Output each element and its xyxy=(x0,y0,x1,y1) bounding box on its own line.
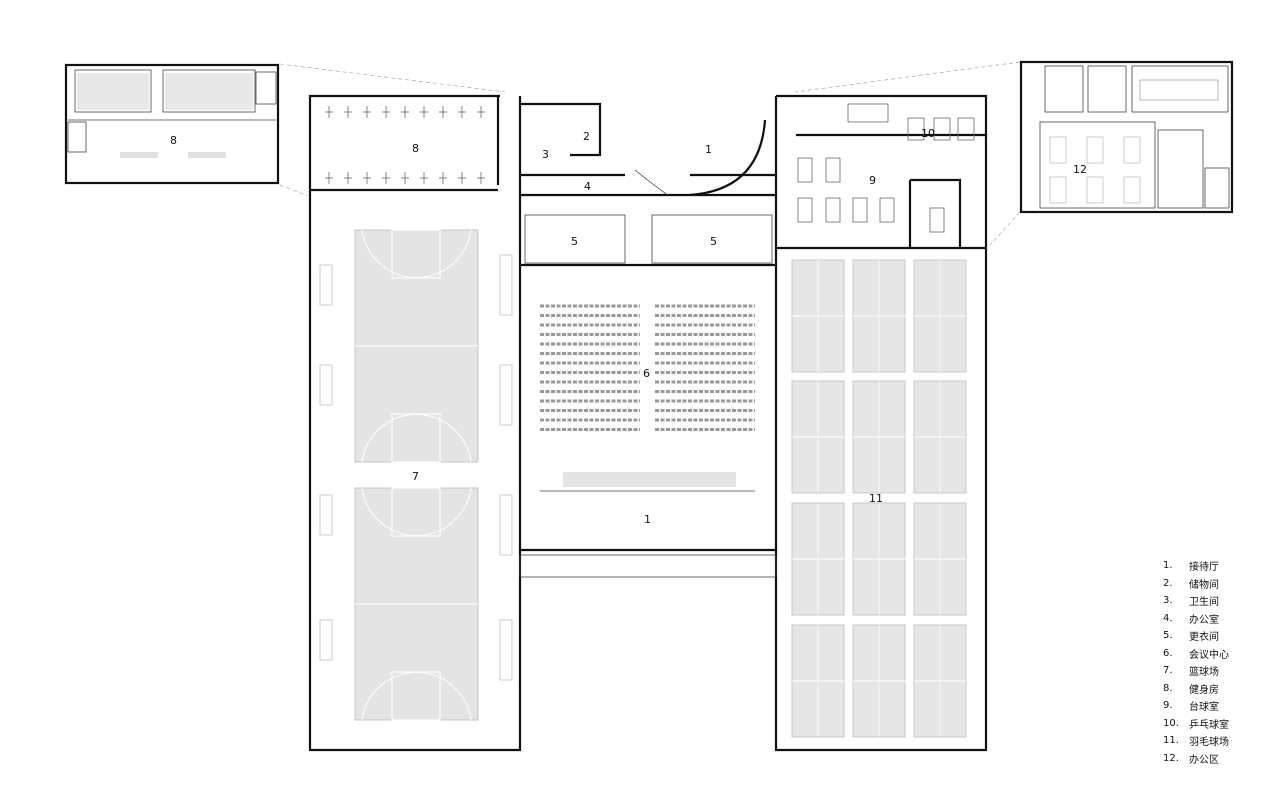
legend-item: 6. 会议中心 xyxy=(1163,645,1229,663)
stage xyxy=(563,472,736,487)
legend-number: 12. xyxy=(1163,752,1179,764)
bleachers xyxy=(319,254,513,681)
room-label-6: 6 xyxy=(643,367,650,380)
legend-number: 9. xyxy=(1163,700,1173,712)
legend-number: 11. xyxy=(1163,735,1179,747)
conference-seating xyxy=(540,304,755,431)
inset-office-upper xyxy=(1019,60,1234,214)
room-label-12: 12 xyxy=(1073,163,1087,176)
legend-item: 5. 更衣间 xyxy=(1163,627,1229,645)
legend-label: 卫生间 xyxy=(1189,597,1219,609)
legend-item: 4. 办公室 xyxy=(1163,610,1229,628)
legend-label: 办公区 xyxy=(1189,754,1219,766)
ping-pong-tables xyxy=(847,103,975,141)
legend-item: 2. 储物间 xyxy=(1163,575,1229,593)
legend-number: 7. xyxy=(1163,665,1173,677)
room-label-5-right: 5 xyxy=(710,235,717,248)
legend-label: 乒乓球室 xyxy=(1189,719,1229,731)
legend-number: 1. xyxy=(1163,560,1173,572)
legend-number: 5. xyxy=(1163,630,1173,642)
legend-label: 台球室 xyxy=(1189,702,1219,714)
legend-item: 1. 接待厅 xyxy=(1163,557,1229,575)
gym-equipment xyxy=(325,106,485,184)
room-label-3: 3 xyxy=(542,148,549,161)
legend-label: 健身房 xyxy=(1189,684,1219,696)
room-labels: 1 1 2 3 4 5 5 6 7 8 8 9 10 11 12 xyxy=(170,127,1087,526)
legend-label: 篮球场 xyxy=(1189,667,1219,679)
legend-label: 办公室 xyxy=(1189,614,1219,626)
legend-item: 8. 健身房 xyxy=(1163,680,1229,698)
inset-gym-upper xyxy=(64,63,280,185)
legend-label: 储物间 xyxy=(1189,579,1219,591)
legend-label: 羽毛球场 xyxy=(1189,737,1229,749)
legend-number: 2. xyxy=(1163,577,1173,589)
legend-number: 3. xyxy=(1163,595,1173,607)
legend-item: 9. 台球室 xyxy=(1163,697,1229,715)
legend: 1. 接待厅 2. 储物间 3. 卫生间 4. 办公室 5. 更衣间 6. 会议中心 7. 篮球场 8. 健身… xyxy=(1163,557,1229,767)
room-label-4: 4 xyxy=(584,180,591,193)
legend-label: 接待厅 xyxy=(1189,562,1219,574)
room-label-5-left: 5 xyxy=(571,235,578,248)
legend-number: 6. xyxy=(1163,647,1173,659)
legend-label: 更衣间 xyxy=(1189,632,1219,644)
building-walls xyxy=(308,94,988,752)
legend-item: 7. 篮球场 xyxy=(1163,662,1229,680)
legend-number: 10. xyxy=(1163,717,1179,729)
badminton-courts xyxy=(791,259,967,738)
legend-number: 4. xyxy=(1163,612,1173,624)
callout-lines xyxy=(279,61,1021,246)
legend-item: 10. 乒乓球室 xyxy=(1163,715,1229,733)
legend-number: 8. xyxy=(1163,682,1173,694)
room-label-10: 10 xyxy=(921,127,935,140)
legend-item: 3. 卫生间 xyxy=(1163,592,1229,610)
billiard-tables xyxy=(797,157,945,233)
room-label-8-inset: 8 xyxy=(170,134,177,147)
legend-label: 会议中心 xyxy=(1189,649,1229,661)
room-label-9: 9 xyxy=(869,174,876,187)
basketball-courts xyxy=(354,229,479,721)
room-label-2: 2 xyxy=(583,130,590,143)
legend-item: 11. 羽毛球场 xyxy=(1163,732,1229,750)
room-label-11: 11 xyxy=(869,492,883,505)
legend-item: 12. 办公区 xyxy=(1163,750,1229,768)
room-label-8-main: 8 xyxy=(412,142,419,155)
room-label-7: 7 xyxy=(412,470,419,483)
room-label-1-lobby: 1 xyxy=(644,513,651,526)
room-label-1-reception: 1 xyxy=(705,143,712,156)
